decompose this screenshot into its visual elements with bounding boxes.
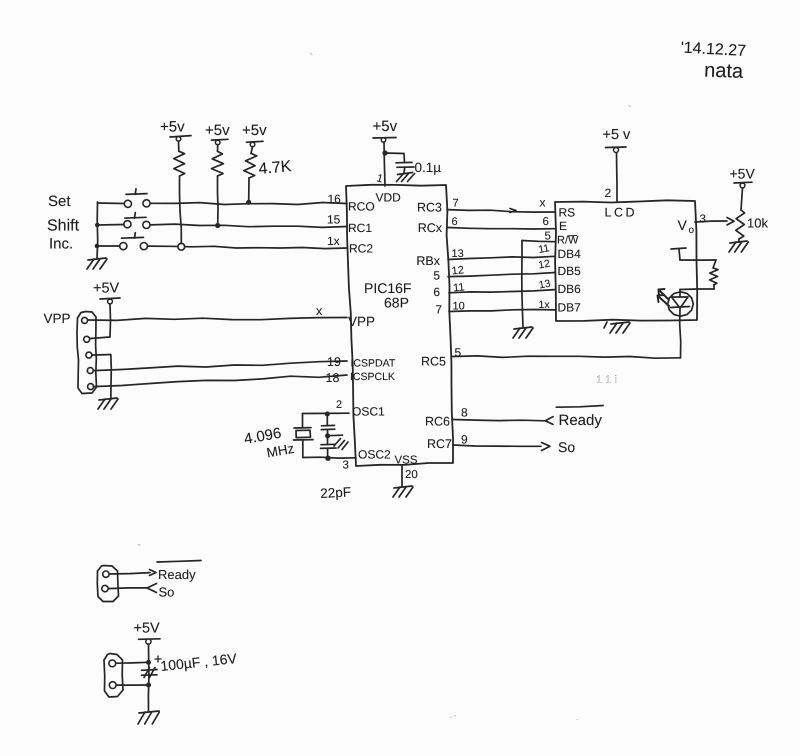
svg-text:4.7K: 4.7K <box>258 158 293 178</box>
svg-text:+5V: +5V <box>730 166 756 182</box>
svg-text:+5v: +5v <box>373 118 398 135</box>
svg-text:VDD: VDD <box>376 191 402 205</box>
svg-text:5: 5 <box>545 231 551 243</box>
svg-text:DB7: DB7 <box>558 301 582 315</box>
svg-text:2: 2 <box>336 399 342 411</box>
svg-text:VPP: VPP <box>44 311 71 326</box>
svg-text:RC5: RC5 <box>421 355 446 369</box>
svg-text:10: 10 <box>453 301 465 313</box>
svg-text:RC7: RC7 <box>427 437 452 451</box>
svg-text:+5V: +5V <box>134 621 161 637</box>
svg-text:R/W: R/W <box>557 235 579 247</box>
svg-text:2: 2 <box>605 186 612 200</box>
svg-text:nata: nata <box>704 60 745 83</box>
svg-text:+5v: +5v <box>242 122 267 139</box>
svg-text:11: 11 <box>453 281 466 294</box>
svg-text:8: 8 <box>461 406 468 420</box>
svg-text:E: E <box>559 219 567 233</box>
svg-text:Ready: Ready <box>559 412 603 429</box>
svg-text:DB5: DB5 <box>558 264 582 278</box>
svg-text:+5V: +5V <box>93 281 120 297</box>
svg-text:RC2: RC2 <box>349 242 373 256</box>
svg-text:1: 1 <box>375 172 384 185</box>
svg-text:13: 13 <box>538 278 552 292</box>
svg-text:ICSPCLK: ICSPCLK <box>350 371 395 383</box>
svg-text:20: 20 <box>405 469 418 481</box>
svg-text:RS: RS <box>559 206 576 220</box>
svg-text:o: o <box>689 225 695 236</box>
svg-text:ICSPDAT: ICSPDAT <box>351 358 396 370</box>
svg-text:18: 18 <box>326 371 340 385</box>
svg-text:x: x <box>316 304 323 318</box>
svg-text:12: 12 <box>537 258 551 272</box>
svg-text:7: 7 <box>453 198 459 210</box>
svg-text:V: V <box>678 217 688 233</box>
svg-text:Ready: Ready <box>158 567 196 582</box>
svg-text:LCD: LCD <box>605 206 638 220</box>
svg-text:+5v: +5v <box>205 122 230 139</box>
svg-text:3: 3 <box>700 214 706 226</box>
svg-text:x: x <box>540 196 546 210</box>
svg-text:13: 13 <box>452 248 464 260</box>
svg-text:1x: 1x <box>327 234 340 248</box>
svg-text:+5v: +5v <box>160 119 185 136</box>
svg-text:RC3: RC3 <box>417 201 442 215</box>
svg-text:Set: Set <box>48 193 71 210</box>
svg-text:PIC16F: PIC16F <box>364 280 411 296</box>
svg-text:1x: 1x <box>539 299 551 311</box>
svg-text:68P: 68P <box>384 295 409 311</box>
svg-text:11: 11 <box>537 242 550 256</box>
svg-text:-: - <box>136 539 142 550</box>
svg-text:OSC1: OSC1 <box>352 405 385 419</box>
svg-text:5: 5 <box>455 346 462 360</box>
svg-text:4.096: 4.096 <box>243 425 283 448</box>
svg-text:6: 6 <box>433 285 440 299</box>
svg-text:Shift: Shift <box>47 218 80 235</box>
svg-text:16: 16 <box>328 192 342 206</box>
svg-text:3: 3 <box>343 460 349 472</box>
svg-text:VPP: VPP <box>348 314 375 329</box>
svg-text:RCx: RCx <box>418 221 443 235</box>
svg-text:RC6: RC6 <box>425 415 450 429</box>
svg-text:So: So <box>159 585 175 600</box>
svg-text:6: 6 <box>543 216 549 228</box>
svg-text:7: 7 <box>435 303 442 317</box>
svg-text:.: . <box>576 712 579 722</box>
svg-text:DB4: DB4 <box>558 247 582 261</box>
svg-text:MHz: MHz <box>265 441 295 461</box>
svg-text:DB6: DB6 <box>558 282 582 296</box>
svg-text:RCO: RCO <box>348 200 375 214</box>
svg-text:OSC2: OSC2 <box>358 448 391 462</box>
svg-text:VSS: VSS <box>395 455 418 467</box>
svg-text:RBx: RBx <box>416 254 440 268</box>
svg-text:9: 9 <box>461 433 468 447</box>
svg-text:15: 15 <box>327 213 341 227</box>
svg-text:So: So <box>558 439 575 455</box>
svg-text:12: 12 <box>451 264 464 277</box>
svg-text:19: 19 <box>327 355 341 369</box>
svg-text:22pF: 22pF <box>320 484 352 501</box>
svg-text:1 1 i: 1 1 i <box>596 374 617 386</box>
svg-text:0.1µ: 0.1µ <box>415 160 442 175</box>
svg-text:5: 5 <box>433 269 440 283</box>
svg-text:10k: 10k <box>747 216 768 231</box>
svg-text:-: - <box>626 101 635 111</box>
svg-text:RC1: RC1 <box>348 221 372 235</box>
svg-text::: : <box>447 713 458 719</box>
svg-text:-: - <box>306 48 317 60</box>
svg-text:+5 v: +5 v <box>603 127 632 143</box>
svg-text:'14.12.27: '14.12.27 <box>680 40 746 60</box>
svg-text:6: 6 <box>452 216 458 228</box>
svg-text:Inc.: Inc. <box>49 236 73 253</box>
